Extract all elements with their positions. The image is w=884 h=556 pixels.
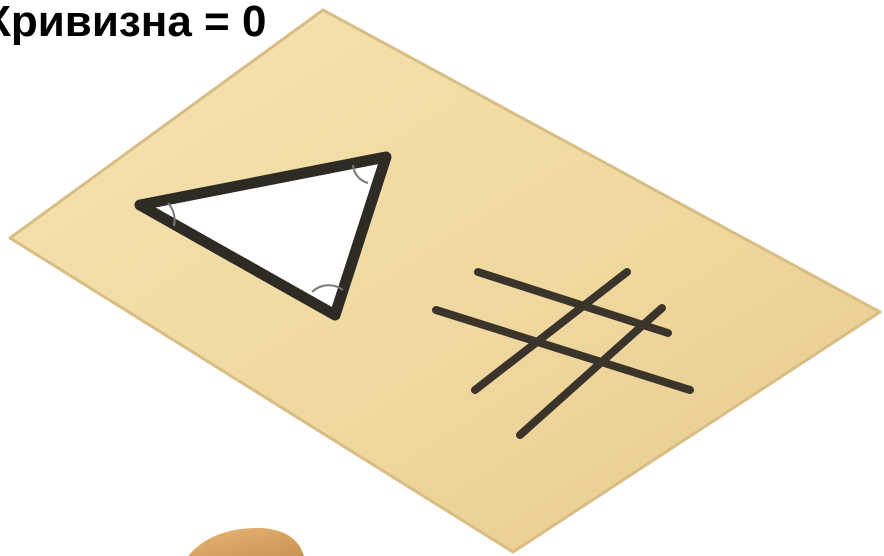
flat-plane <box>10 10 880 552</box>
next-surface-edge <box>188 528 304 556</box>
